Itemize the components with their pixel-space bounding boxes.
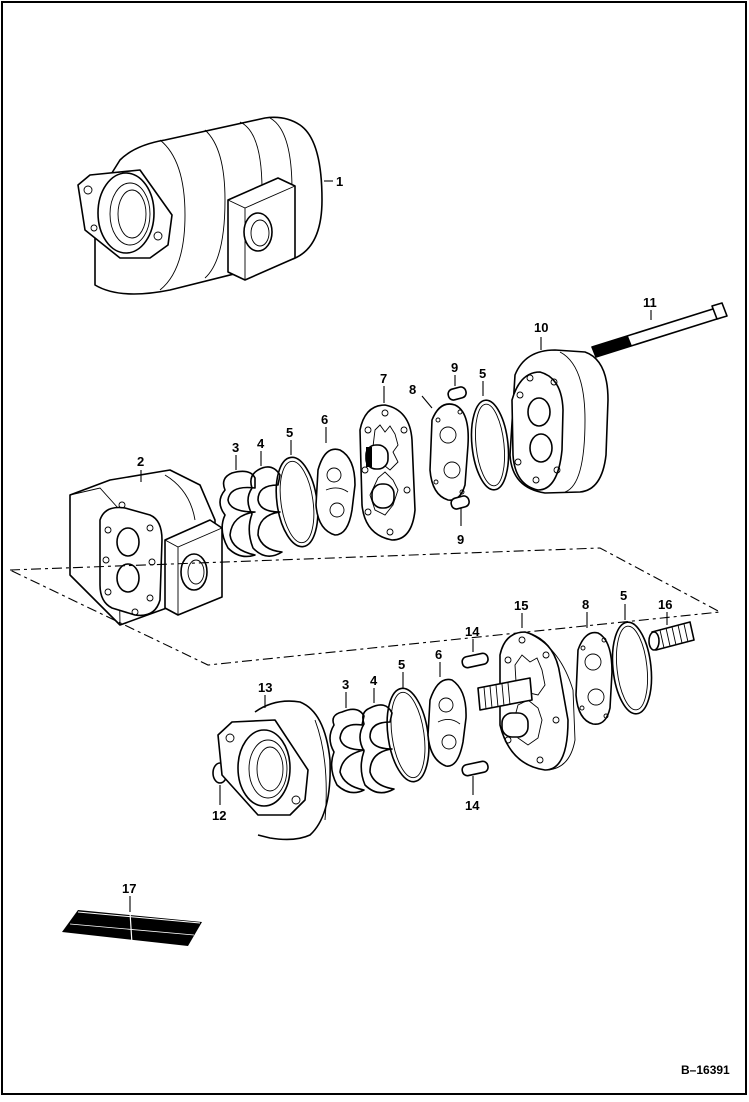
part-label-3: 3	[342, 677, 349, 692]
mounting-flange-housing	[217, 700, 331, 841]
upper-o-ring	[275, 456, 319, 548]
part-label-9-top: 9	[451, 360, 458, 375]
part-label-8: 8	[409, 382, 416, 397]
upper-seal	[247, 466, 283, 557]
upper-dowel-pin-bottom	[450, 495, 470, 510]
upper-right-o-ring	[470, 399, 510, 491]
part-label-11: 11	[643, 295, 657, 310]
part-label-4: 4	[370, 673, 378, 688]
upper-dowel-pin-top	[447, 386, 467, 401]
part-label-2: 2	[137, 454, 144, 469]
part-label-14-bottom: 14	[465, 798, 480, 813]
part-label-10: 10	[534, 320, 548, 335]
decal-strip	[62, 910, 202, 946]
part-label-6: 6	[435, 647, 442, 662]
lower-gear-body	[477, 631, 576, 771]
part-label-4: 4	[257, 436, 265, 451]
alignment-dashed-guide	[9, 547, 722, 666]
part-label-9-bottom: 9	[457, 532, 464, 547]
lower-dowel-pin-top	[461, 652, 489, 669]
part-label-17: 17	[122, 881, 136, 896]
lower-right-o-ring	[611, 621, 653, 715]
part-label-8: 8	[582, 597, 589, 612]
part-label-16: 16	[658, 597, 672, 612]
part-label-5: 5	[398, 657, 405, 672]
part-label-6: 6	[321, 412, 328, 427]
leader-line	[421, 395, 433, 409]
upper-gear-body	[359, 404, 416, 541]
part-label-3: 3	[232, 440, 239, 455]
upper-thrust-plate	[429, 403, 470, 502]
part-label-5: 5	[286, 425, 293, 440]
lower-backup-seal	[329, 708, 365, 794]
upper-wear-plate	[315, 448, 356, 536]
figure-reference-number: B–16391	[681, 1063, 730, 1077]
part-label-1: 1	[336, 174, 343, 189]
lower-dowel-pin-bottom	[461, 760, 489, 777]
upper-backup-seal	[219, 470, 256, 558]
part-label-13: 13	[258, 680, 272, 695]
assembled-pump	[77, 116, 323, 295]
part-label-12: 12	[212, 808, 226, 823]
lower-wear-plate	[427, 678, 467, 767]
lower-o-ring	[386, 687, 430, 783]
part-label-15: 15	[514, 598, 528, 613]
part-label-5: 5	[620, 588, 627, 603]
rear-end-cover	[509, 349, 609, 494]
part-label-14-top: 14	[465, 624, 480, 639]
part-label-5: 5	[479, 366, 486, 381]
lower-seal	[359, 704, 395, 794]
front-housing	[69, 469, 223, 626]
splined-shaft	[648, 621, 695, 651]
tie-bolt	[591, 302, 728, 358]
part-label-7: 7	[380, 371, 387, 386]
